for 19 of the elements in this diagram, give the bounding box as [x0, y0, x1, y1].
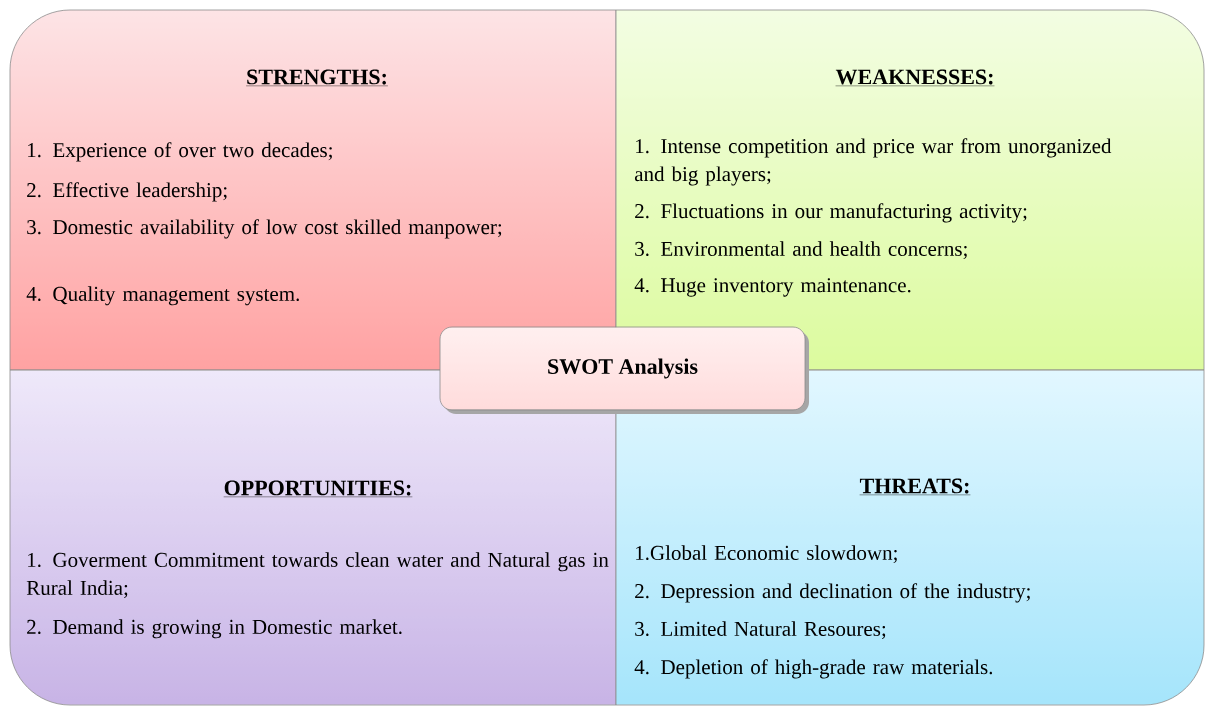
- section-heading: OPPORTUNITIES:: [223, 480, 413, 498]
- list-item: 4. Depletion of high-grade raw materials.: [634, 659, 993, 679]
- list-item: 2. Depression and declination of the industry;: [635, 583, 1030, 603]
- list-item: 1. Intense competition and price war from unorganized and big players;: [634, 138, 1112, 186]
- list-item: 1. Experience of over two decades;: [28, 142, 332, 162]
- section-heading: WEAKNESSES:: [835, 69, 995, 87]
- section-heading: THREATS:: [859, 478, 971, 496]
- list-item: 2. Demand is growing in Domestic market.: [27, 619, 402, 639]
- list-item: 3. Domestic availability of low cost skilled manpower;: [27, 219, 502, 239]
- list-item: 3. Limited Natural Resoures;: [635, 621, 886, 639]
- list-item: 2. Fluctuations in our manufacturing activity;: [635, 203, 1027, 223]
- section-heading: STRENGTHS:: [245, 69, 389, 87]
- list-item: 1. Goverment Commitment towards clean water and Natural gas in Rural India;: [26, 552, 609, 598]
- list-item: 3. Environmental and health concerns;: [635, 241, 967, 259]
- title-box: SWOT Analysis: [439, 326, 809, 414]
- list-item: 2. Effective leadership;: [27, 182, 227, 202]
- list-item: 4. Quality management system.: [26, 286, 299, 306]
- list-item: 4. Huge inventory maintenance.: [634, 278, 911, 297]
- list-item: 1.Global Economic slowdown;: [636, 545, 897, 563]
